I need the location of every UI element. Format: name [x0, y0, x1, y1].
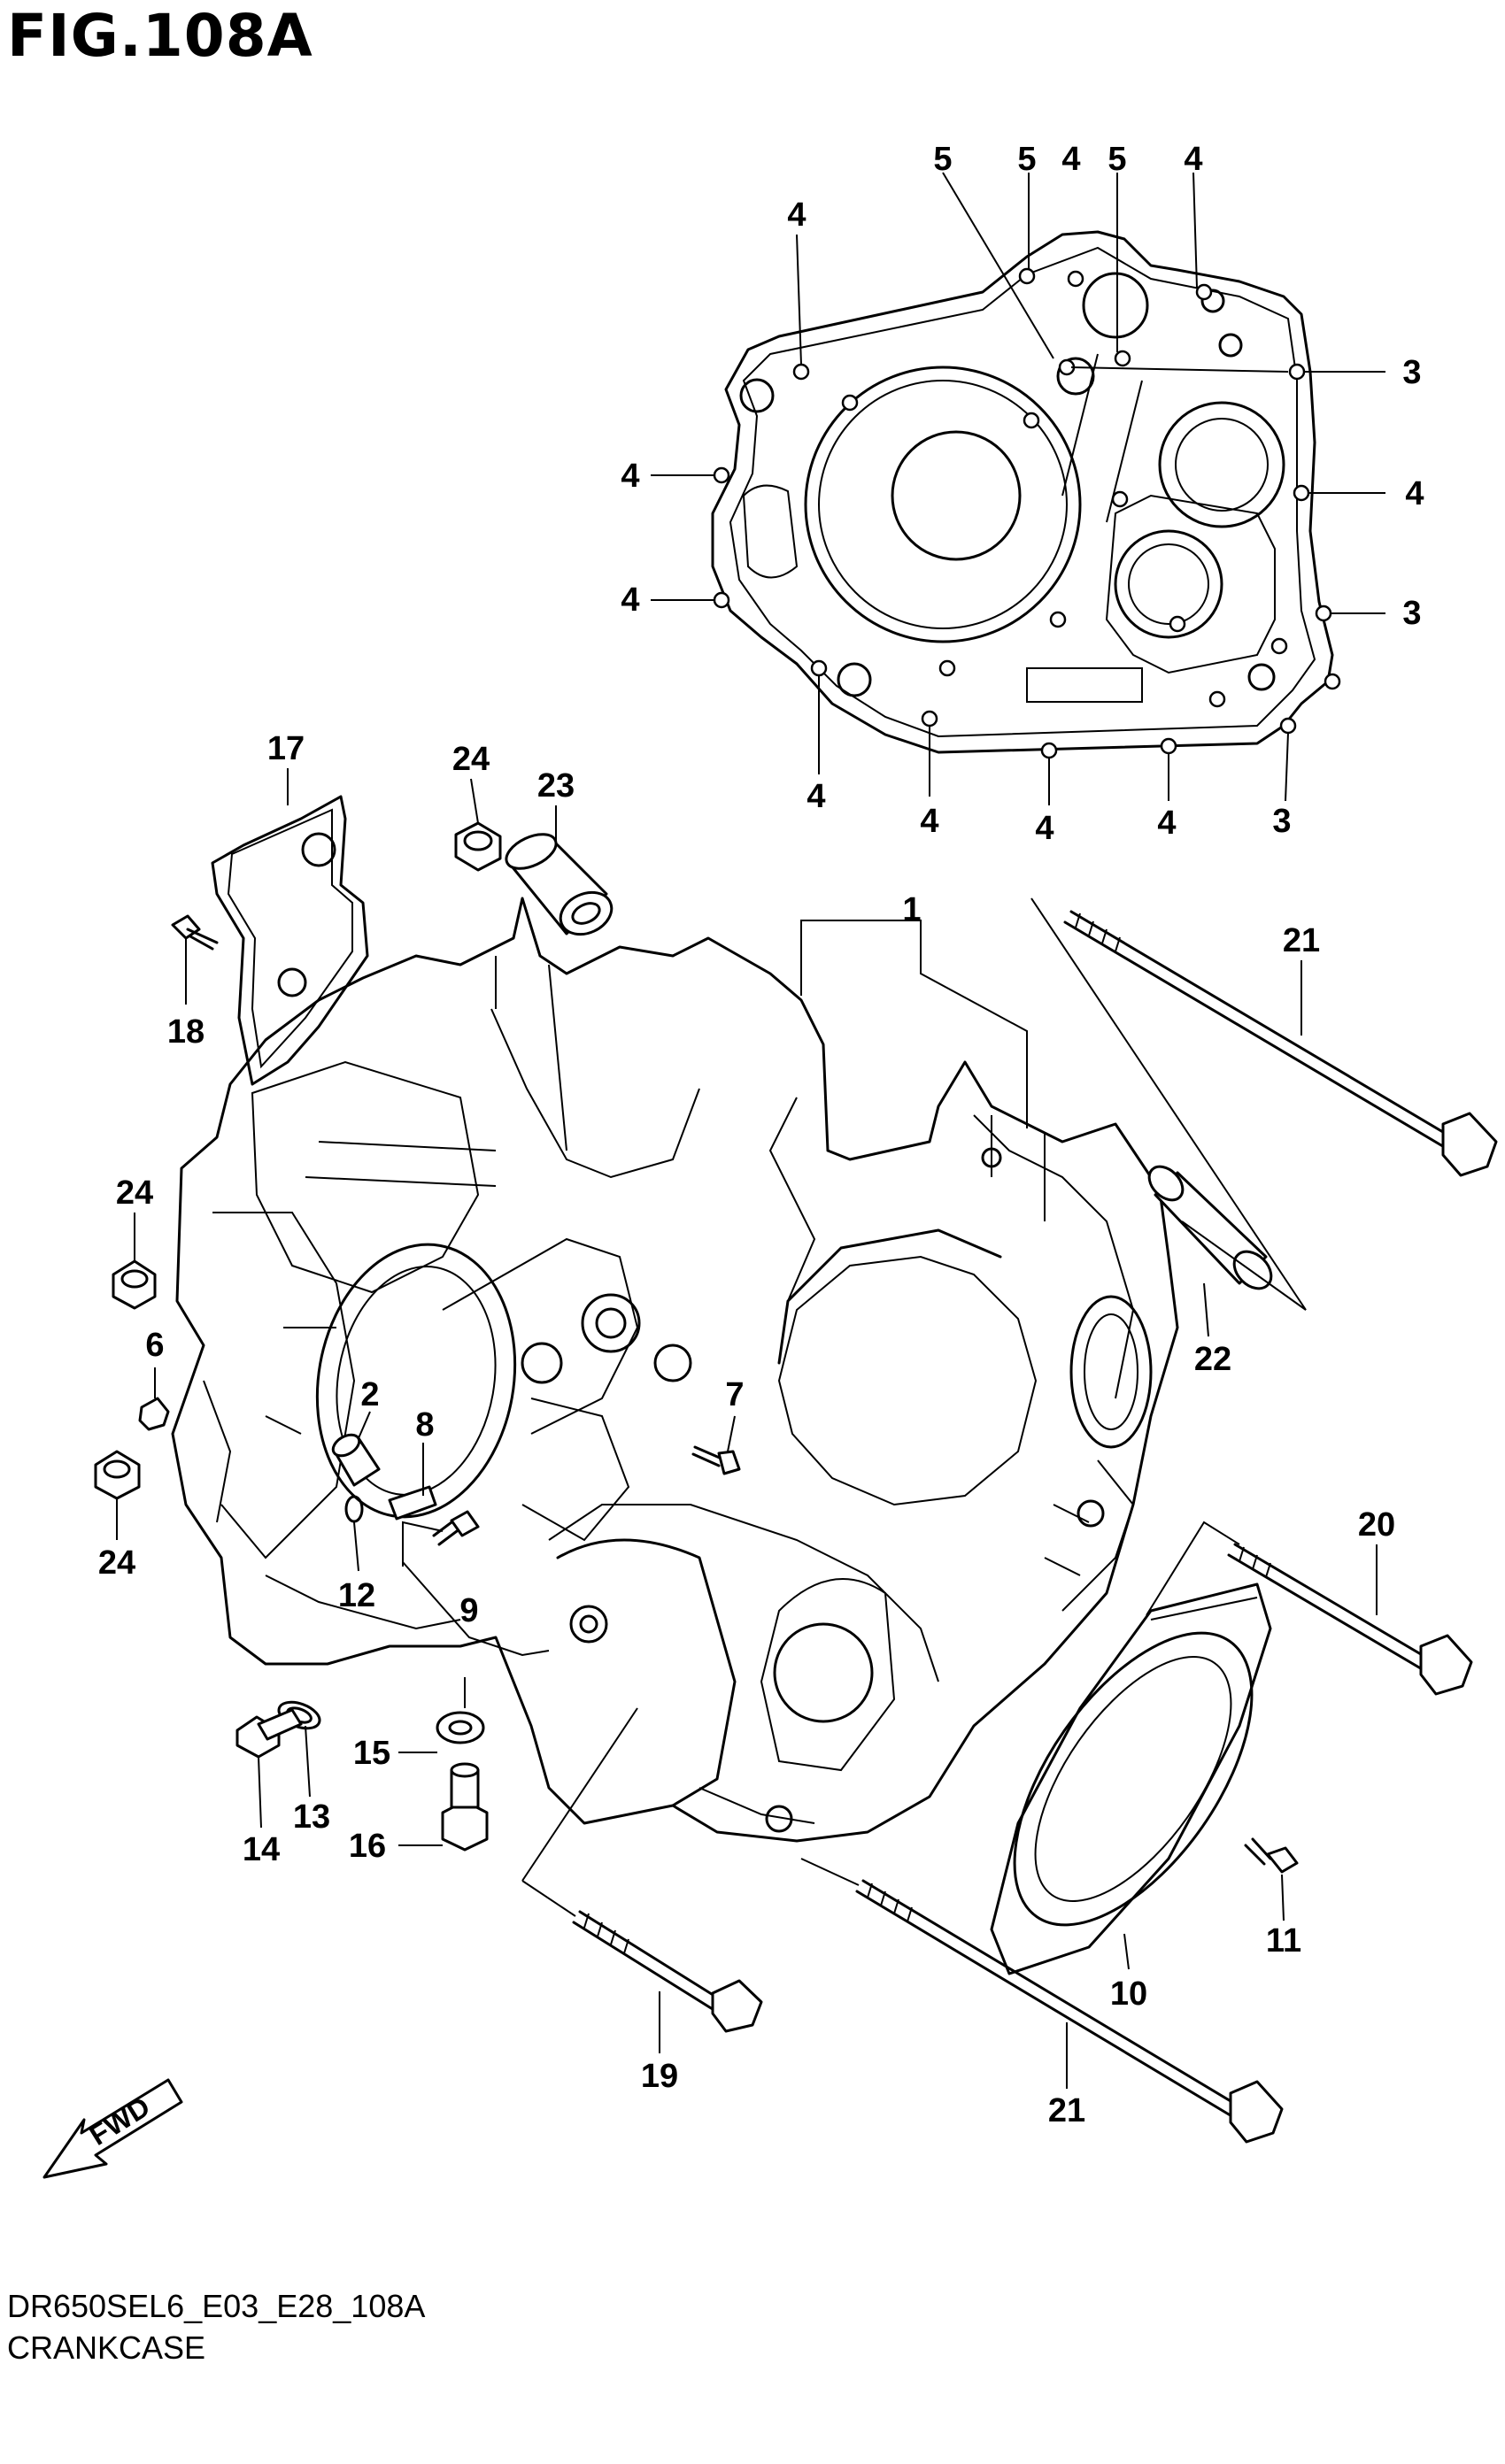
screw-part-11 [1244, 1837, 1299, 1874]
callout-14: 14 [243, 1831, 280, 1868]
callout-labels: 1 2 3 3 3 4 4 4 4 4 4 4 4 4 4 5 5 5 6 7 … [98, 141, 1424, 2129]
long-bolt-part-21-top [1063, 910, 1498, 1177]
callout-22: 22 [1194, 1341, 1231, 1378]
dowel-part-2 [331, 1433, 381, 1487]
callout-24: 24 [452, 741, 490, 778]
callout-17: 17 [267, 730, 305, 767]
diagram-code: DR650SEL6_E03_E28_108A [7, 2288, 426, 2324]
washer-part-15 [436, 1711, 485, 1744]
callout-3: 3 [1272, 803, 1291, 840]
nut-part-24-middle [112, 1259, 157, 1310]
callout-4: 4 [920, 803, 938, 840]
callout-10: 10 [1110, 1975, 1147, 2013]
nut-part-24-top [454, 821, 502, 872]
callout-2: 2 [360, 1376, 379, 1413]
callout-21: 21 [1283, 922, 1320, 959]
callout-5: 5 [1017, 141, 1036, 178]
figure-title: FIG.108A [7, 2, 313, 70]
callout-6: 6 [145, 1327, 164, 1364]
oring-part-12 [344, 1495, 364, 1523]
drain-plug-part-14 [235, 1708, 303, 1759]
bolt-part-9 [432, 1510, 480, 1546]
leader-lines [116, 172, 1385, 2089]
callout-1: 1 [902, 891, 921, 928]
callout-12: 12 [338, 1577, 375, 1614]
forward-arrow: FWD [42, 2078, 183, 2179]
long-bolt-part-21-bottom [855, 1879, 1284, 2144]
callout-3: 3 [1402, 354, 1421, 391]
callout-5: 5 [1108, 141, 1126, 178]
gasket-bolt-holes [713, 267, 1341, 759]
callout-4: 4 [807, 778, 825, 815]
plug-part-16 [441, 1762, 489, 1852]
callout-15: 15 [353, 1735, 390, 1772]
callout-9: 9 [459, 1592, 478, 1629]
callout-4: 4 [621, 458, 639, 495]
callout-8: 8 [415, 1406, 434, 1444]
nut-part-24-bottom [94, 1450, 141, 1500]
callout-18: 18 [167, 1013, 205, 1051]
callout-11: 11 [1266, 1922, 1301, 1960]
callout-4: 4 [787, 196, 806, 234]
callout-13: 13 [293, 1798, 330, 1836]
callout-24: 24 [98, 1544, 135, 1582]
callout-16: 16 [349, 1828, 386, 1865]
callout-7: 7 [725, 1376, 744, 1413]
bolt-part-18 [171, 914, 219, 951]
callout-4: 4 [1035, 810, 1054, 847]
bolt-part-19 [572, 1910, 763, 2033]
bolt-part-20 [1227, 1543, 1473, 1696]
callout-4: 4 [621, 581, 639, 619]
callout-3: 3 [1402, 595, 1421, 632]
callout-24: 24 [116, 1174, 153, 1212]
callout-4: 4 [1184, 141, 1202, 178]
crankcase-gasket [711, 230, 1341, 759]
bushing-part-23 [505, 833, 614, 936]
callout-4: 4 [1405, 475, 1424, 512]
callout-4: 4 [1061, 141, 1080, 178]
callout-5: 5 [933, 141, 952, 178]
crankcase-halves [171, 897, 1179, 1843]
callout-21: 21 [1048, 2092, 1085, 2129]
diagram-caption: CRANKCASE [7, 2329, 206, 2366]
plug-part-6 [138, 1397, 170, 1431]
callout-19: 19 [641, 2058, 678, 2095]
bracket-part-17 [211, 795, 369, 1086]
bolt-part-7 [691, 1445, 741, 1475]
callout-20: 20 [1358, 1506, 1395, 1544]
seal-plate-part-10 [990, 1582, 1272, 1975]
callout-23: 23 [537, 767, 575, 805]
callout-4: 4 [1157, 805, 1176, 842]
